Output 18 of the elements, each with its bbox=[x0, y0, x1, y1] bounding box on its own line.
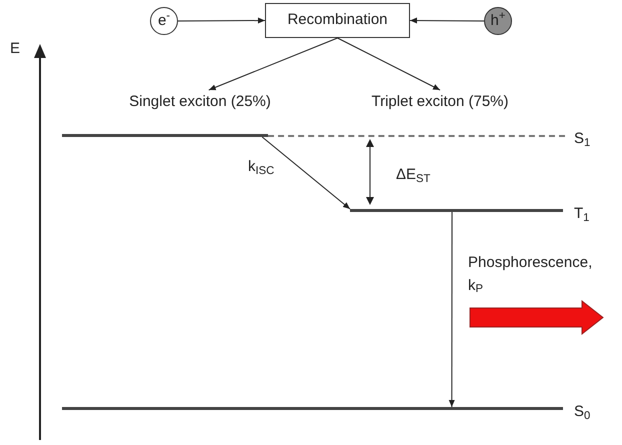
level-label: S$_{0}$ bbox=[574, 402, 590, 424]
energy-level-line bbox=[62, 407, 563, 410]
state-label: Triplet exciton (75%) bbox=[352, 90, 528, 114]
arrow bbox=[410, 18, 484, 24]
arrow bbox=[337, 38, 440, 90]
process-label: Phosphorescence, k$_{P}$ bbox=[468, 253, 594, 297]
arrow bbox=[178, 18, 266, 24]
axis-label: E bbox=[10, 39, 20, 59]
state-label: Singlet exciton (25%) bbox=[112, 90, 288, 114]
energy-gap-label: ΔE$_{ST}$ bbox=[396, 165, 430, 186]
arrow bbox=[208, 38, 338, 90]
level-label: T$_{1}$ bbox=[574, 204, 590, 226]
process-box: Recombination bbox=[265, 3, 410, 38]
arrow bbox=[262, 136, 350, 210]
energy-level-line bbox=[62, 134, 565, 137]
arrow bbox=[448, 212, 455, 408]
energy-level-line bbox=[350, 209, 563, 212]
level-label: S$_{1}$ bbox=[574, 129, 590, 150]
